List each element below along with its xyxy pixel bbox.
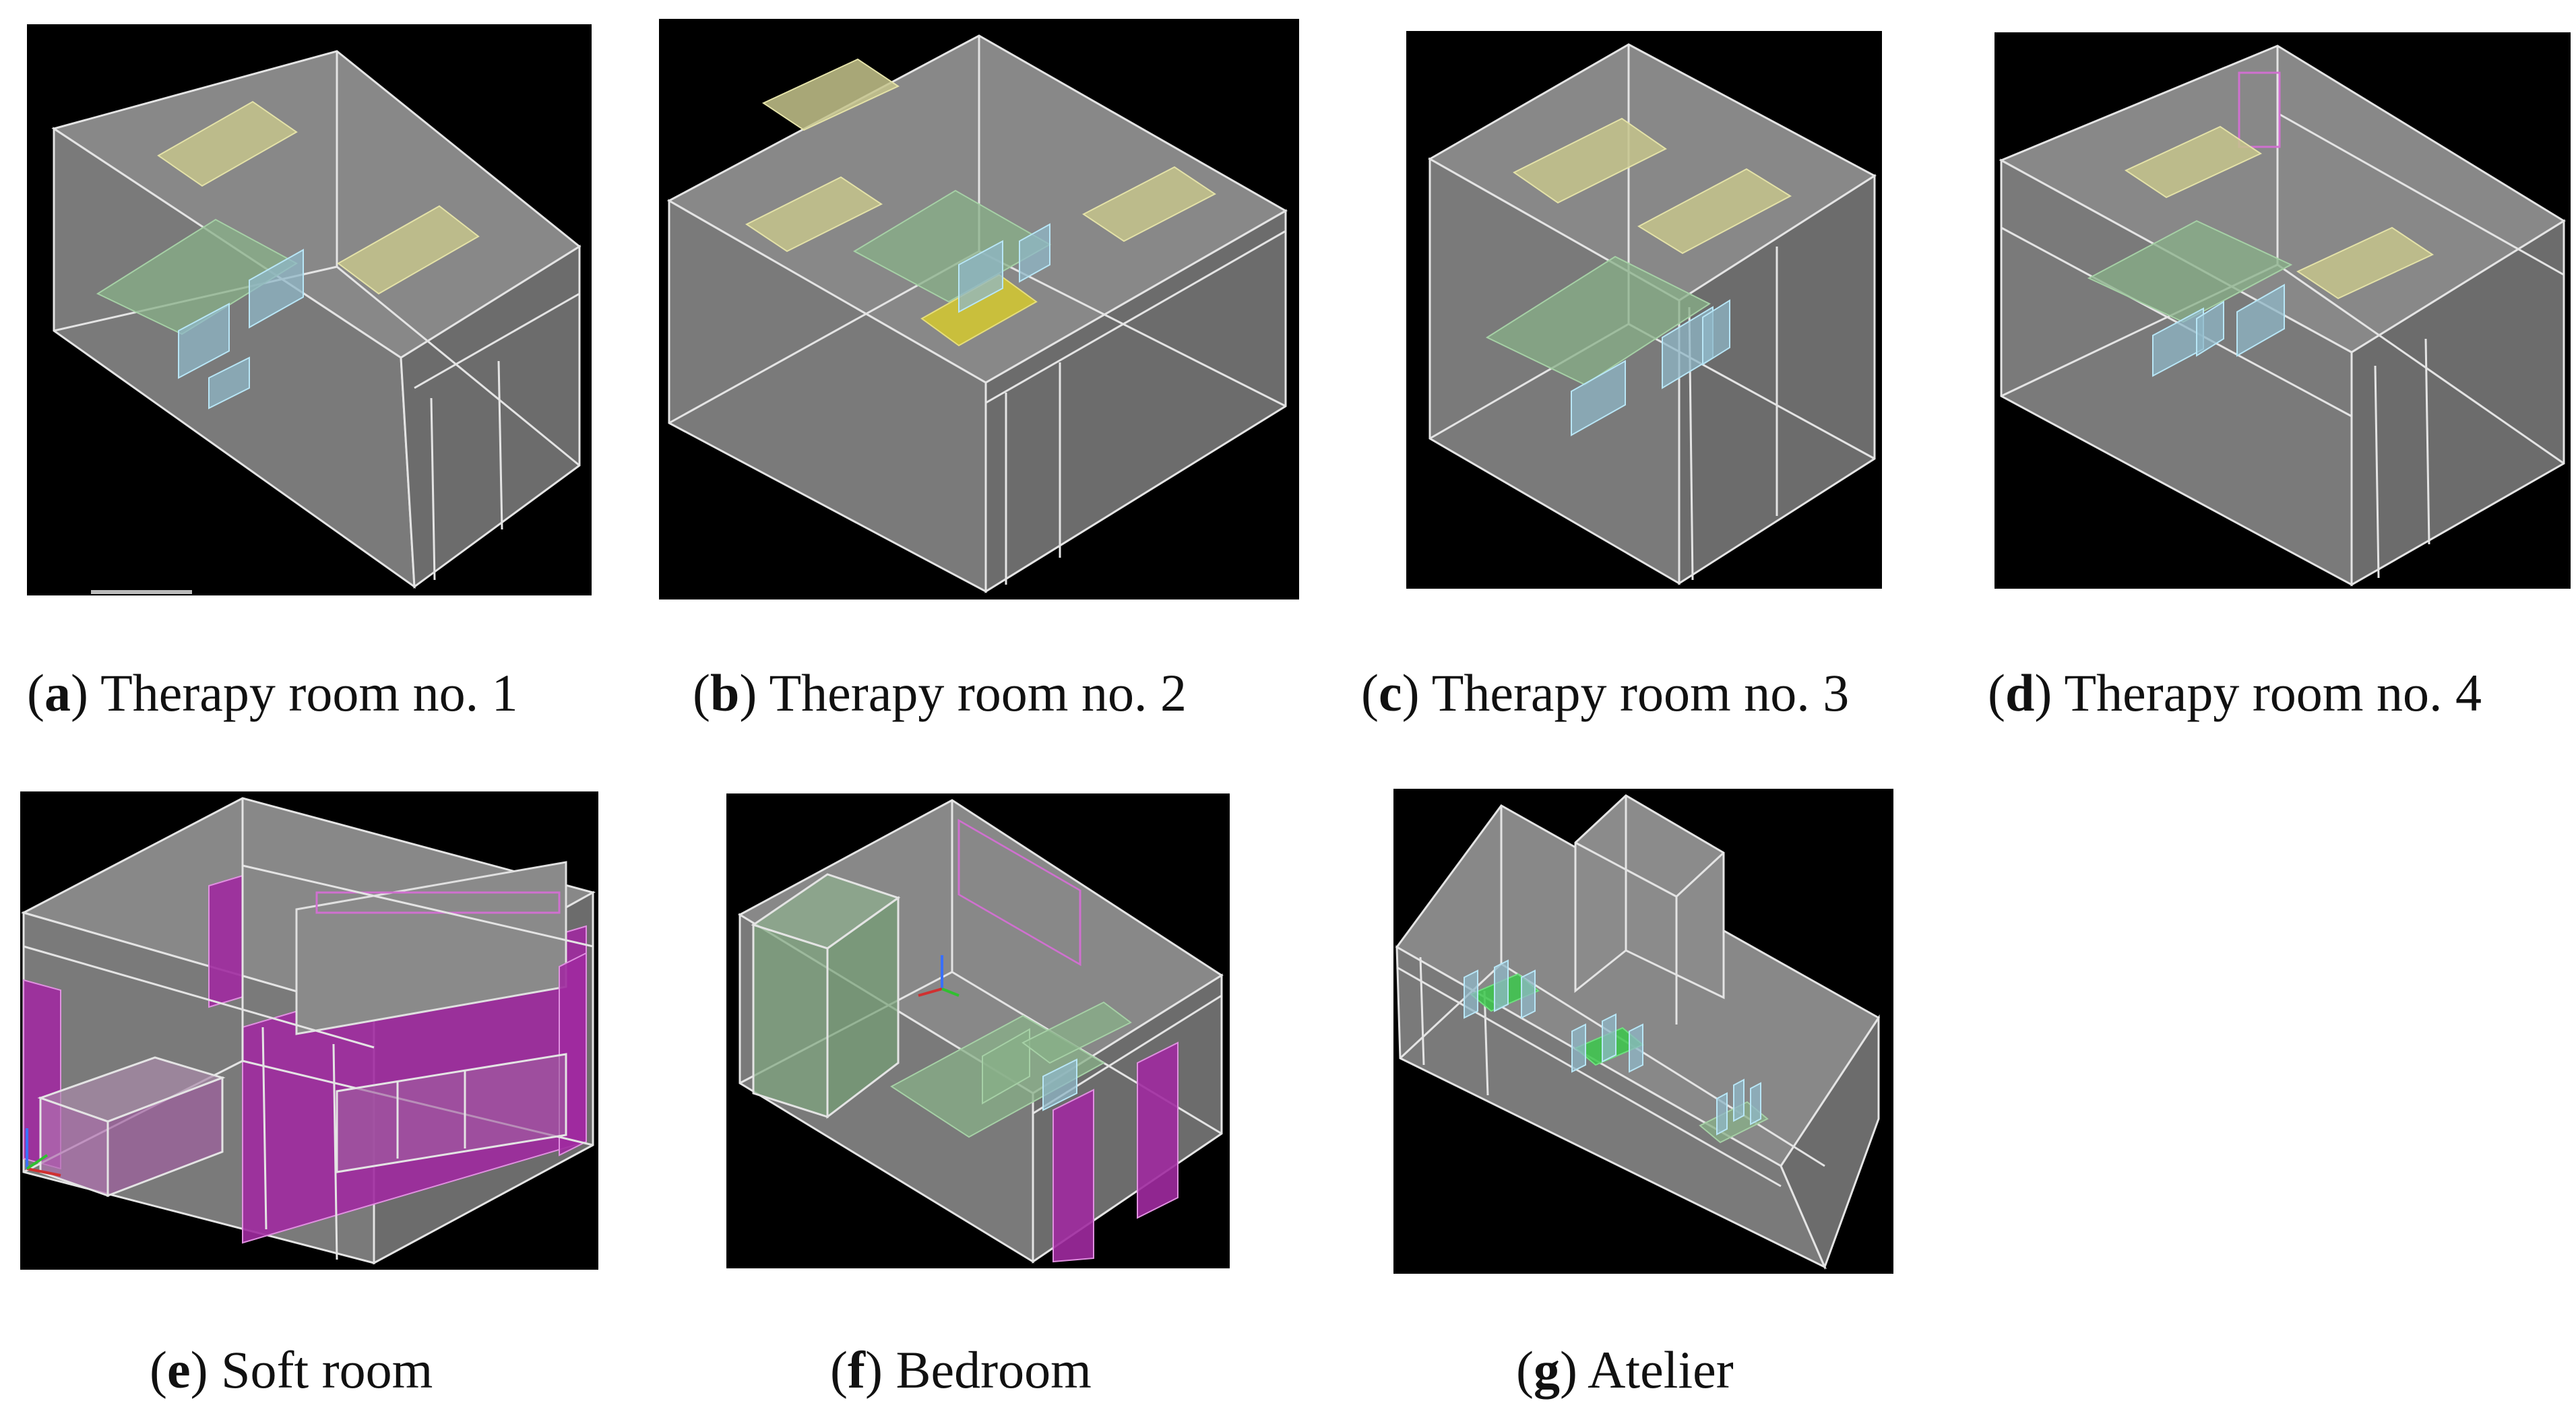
caption-letter: c xyxy=(1378,663,1402,722)
caption-label: Atelier xyxy=(1588,1340,1734,1399)
caption-panel-g: (g) Atelier xyxy=(1516,1340,1734,1399)
caption-label: Soft room xyxy=(221,1340,433,1399)
caption-panel-b: (b) Therapy room no. 2 xyxy=(693,663,1187,722)
render-atelier xyxy=(1393,789,1893,1274)
caption-panel-c: (c) Therapy room no. 3 xyxy=(1361,663,1850,722)
room-model-therapy-3 xyxy=(1427,43,1877,585)
caption-panel-e: (e) Soft room xyxy=(150,1340,433,1399)
caption-label: Therapy room no. 2 xyxy=(769,663,1187,722)
caption-letter: d xyxy=(2005,663,2035,722)
room-model-therapy-2 xyxy=(666,34,1288,593)
caption-label: Therapy room no. 4 xyxy=(2064,663,2482,722)
caption-label: Therapy room no. 3 xyxy=(1431,663,1850,722)
room-model-bedroom xyxy=(737,799,1224,1264)
render-therapy-room-4 xyxy=(1994,32,2571,589)
caption-letter: g xyxy=(1533,1340,1560,1399)
render-therapy-room-1 xyxy=(27,24,592,595)
render-soft-room xyxy=(20,791,598,1270)
caption-letter: b xyxy=(710,663,740,722)
caption-letter: e xyxy=(166,1340,191,1399)
caption-panel-a: (a) Therapy room no. 1 xyxy=(27,663,518,722)
caption-label: Bedroom xyxy=(896,1340,1092,1399)
render-therapy-room-2 xyxy=(659,19,1299,599)
caption-label: Therapy room no. 1 xyxy=(100,663,518,722)
caption-panel-f: (f) Bedroom xyxy=(830,1340,1092,1399)
render-therapy-room-3 xyxy=(1406,31,1882,589)
caption-letter: a xyxy=(44,663,71,722)
room-model-soft-room xyxy=(20,797,596,1265)
room-model-therapy-1 xyxy=(51,50,582,594)
render-bedroom xyxy=(726,793,1230,1268)
room-model-atelier xyxy=(1395,794,1881,1270)
caption-panel-d: (d) Therapy room no. 4 xyxy=(1988,663,2482,722)
room-model-therapy-4 xyxy=(1999,44,2566,587)
caption-letter: f xyxy=(847,1340,865,1399)
